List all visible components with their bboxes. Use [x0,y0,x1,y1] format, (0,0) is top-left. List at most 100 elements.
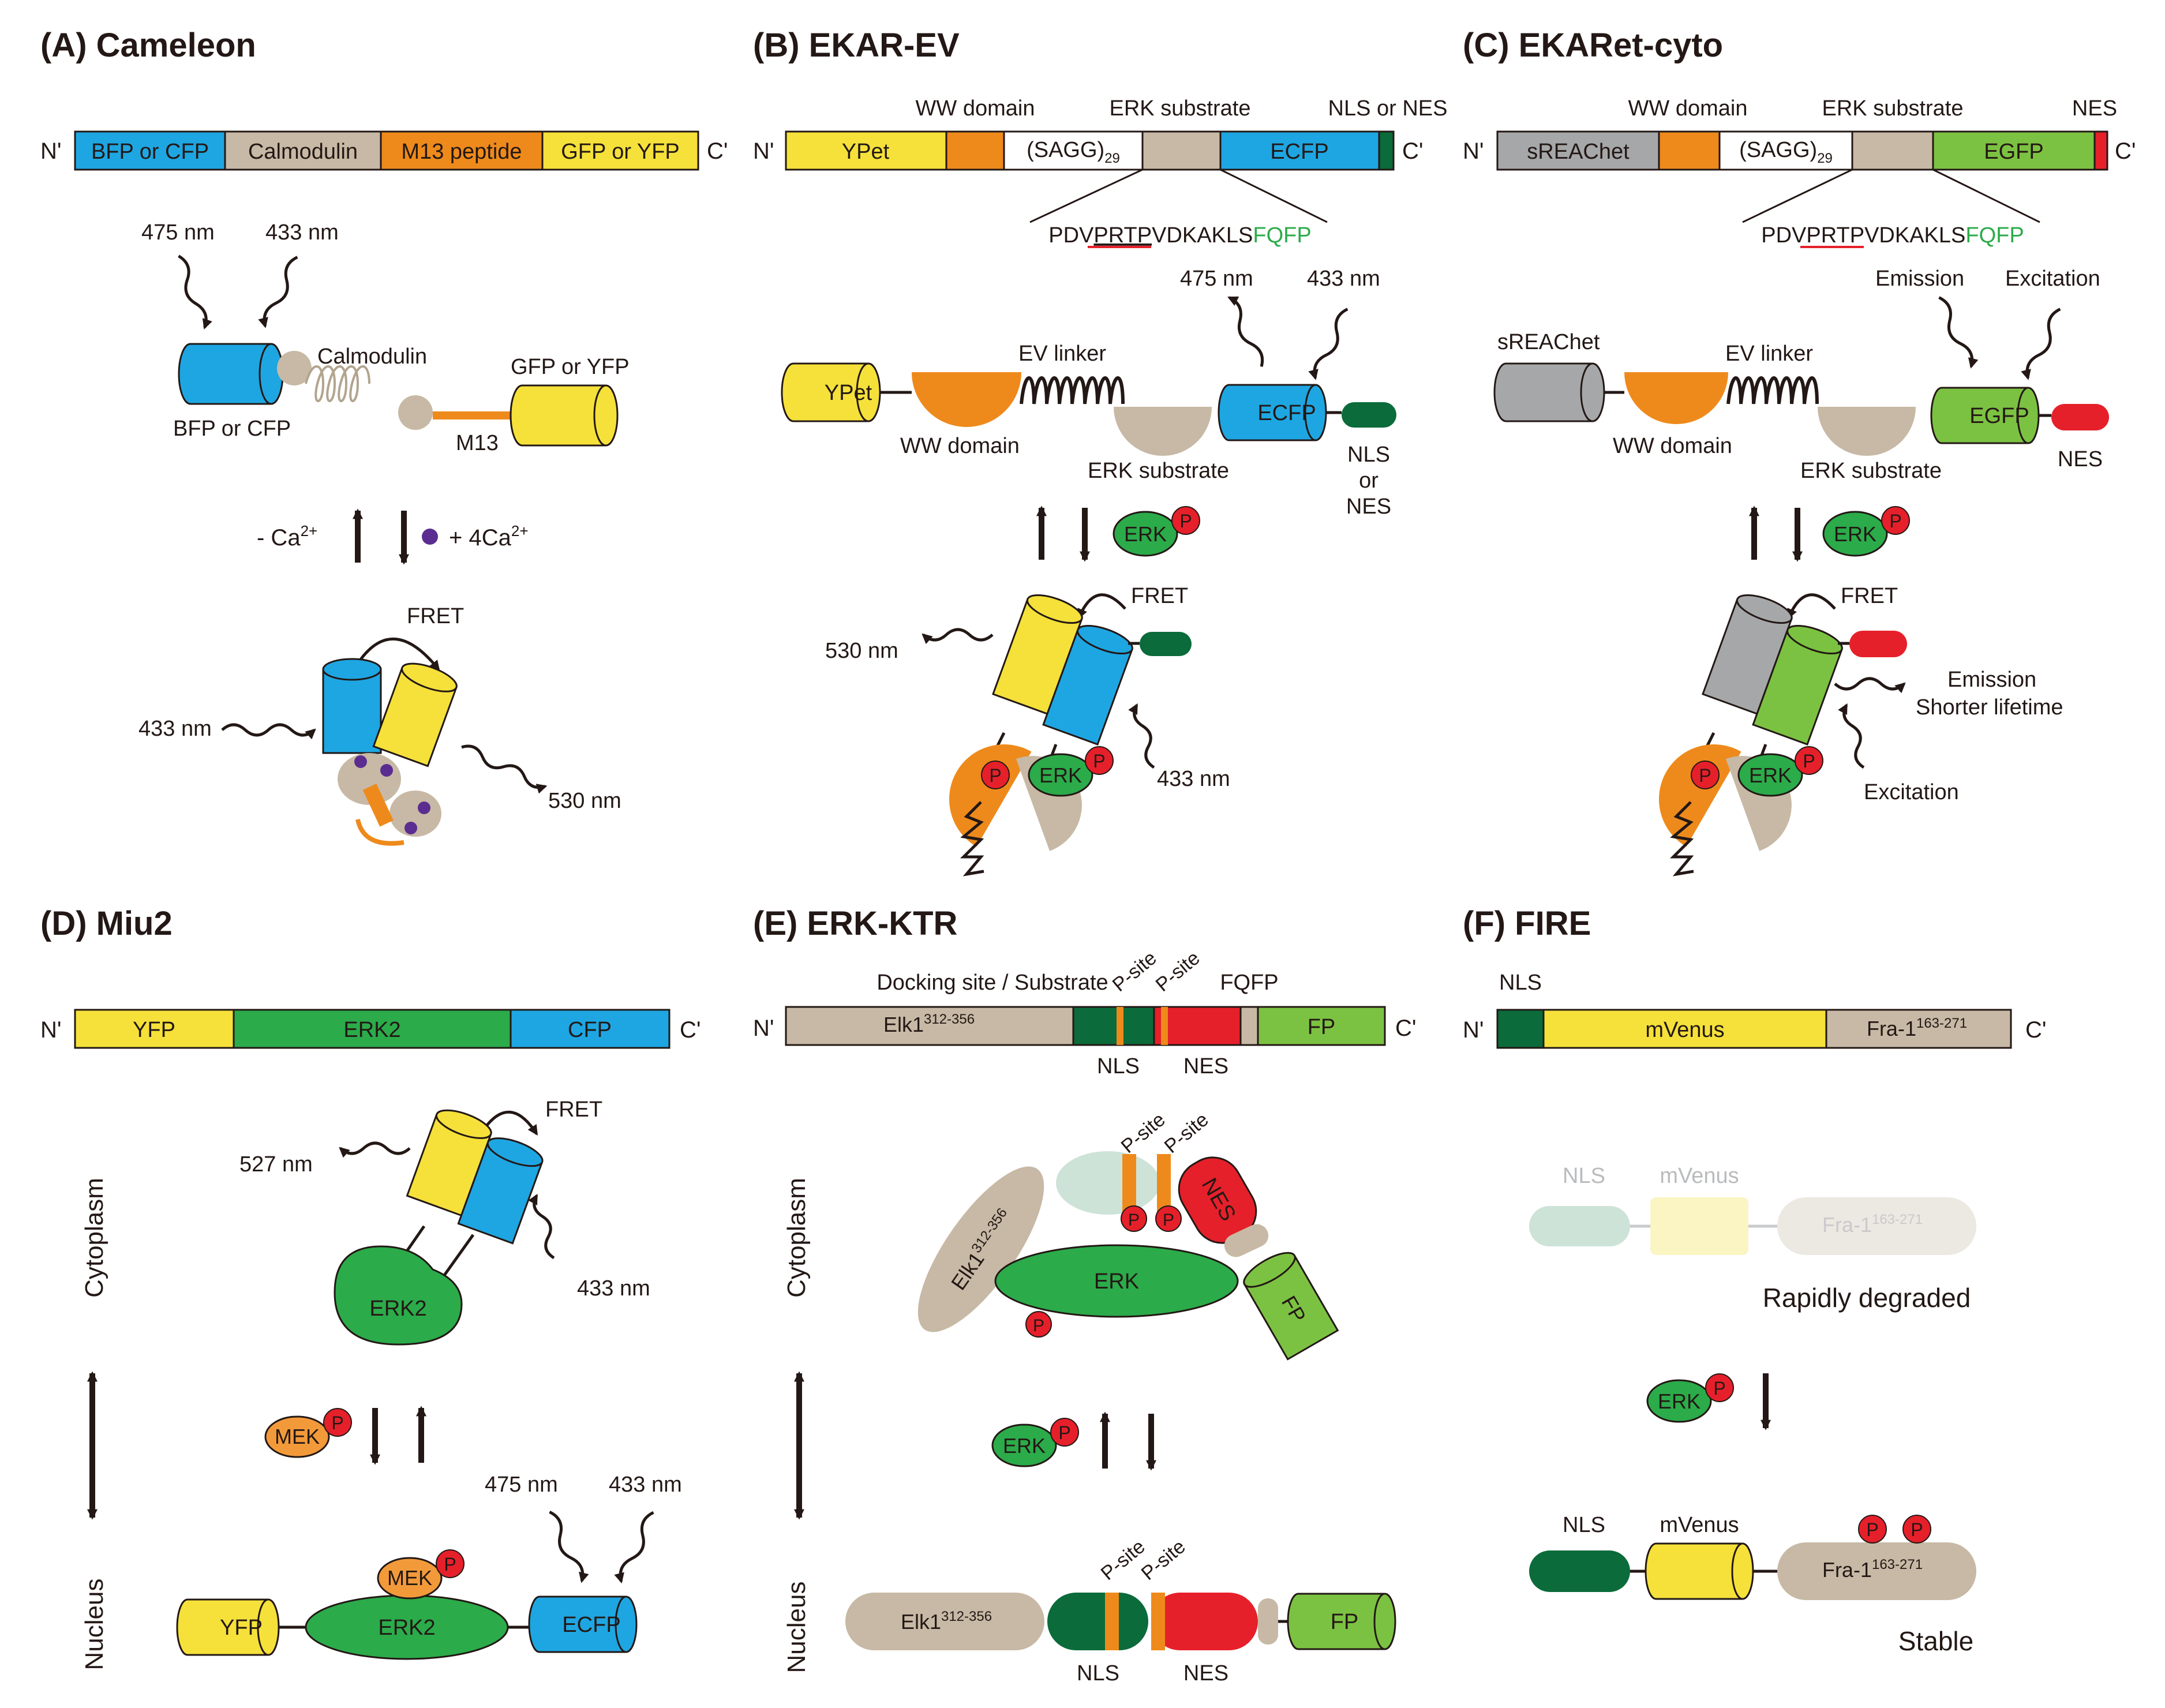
f-bar-mvenus [1542,1009,1827,1049]
e-bar-fp [1257,1006,1386,1046]
svg-text:P: P [1163,1211,1174,1230]
svg-text:NES: NES [1183,1661,1228,1685]
e-bar-nls [1072,1006,1155,1046]
b-bar-label-sagg: (SAGG)29 [1027,138,1120,166]
svg-text:P: P [1699,765,1711,786]
a-bar-gfp-yfp [541,130,699,171]
svg-text:CFP: CFP [568,1018,612,1042]
b-ev-linker-label: EV linker [1018,342,1106,366]
c-top-substrate: ERK substrate [1822,96,1964,121]
f-bar-fra [1825,1009,2012,1049]
svg-text:Elk1312-356: Elk1312-356 [883,1012,975,1036]
c-n-term: N' [1463,138,1484,164]
c-bar-label-sagg: (SAGG)29 [1739,138,1833,166]
b-wave-475 [1227,296,1264,367]
b-fret-complex [992,594,1133,746]
c-fret-label: FRET [1841,584,1898,608]
b-bar-sagg [1003,130,1144,171]
b-wave-in [1128,703,1155,769]
a-cfp-barrel [190,344,271,404]
c-bar-sreachet [1496,130,1660,171]
c-bar-label-egfp: EGFP [1984,140,2043,164]
svg-text:C': C' [1395,1016,1417,1041]
svg-text:ERK: ERK [1124,522,1167,546]
svg-text:ERK2: ERK2 [369,1297,426,1321]
b-sequence: PDVPRTPVDKAKLSFQFP [1048,223,1311,248]
svg-text:P-site: P-site [1152,947,1204,996]
c-sreachet-label: sREAChet [1497,330,1600,354]
d-erk2-blob [334,1245,463,1346]
b-ev-linker [1020,376,1125,404]
svg-text:P-site: P-site [1160,1108,1213,1158]
f-nls [1529,1550,1630,1592]
svg-text:MEK: MEK [275,1425,320,1448]
a-calmodulin-lobe-1 [277,351,312,385]
b-ww-label: WW domain [900,434,1020,458]
a-wave-475 [178,254,212,330]
svg-text:ERK2: ERK2 [378,1616,435,1640]
f-rapidly-degraded: Rapidly degraded [1763,1283,1971,1313]
panel-a-title: (A) Cameleon [40,27,256,64]
c-emission-b: Emission [1947,668,2036,692]
c-bar-label-sreachet: sREAChet [1527,140,1630,164]
svg-text:mVenus: mVenus [1645,1018,1724,1042]
panel-c: (C) EKARet-cyto WW domain ERK substrate … [1463,27,2136,877]
panel-e: (E) ERK-KTR Docking site / Substrate P-s… [753,905,1417,1685]
d-433nm: 433 nm [577,1276,650,1301]
b-bar-substrate [1141,130,1222,171]
e-nls-nuc [1047,1593,1148,1650]
b-bar-label-ypet: YPet [842,140,890,164]
a-ca-dot [422,529,438,545]
svg-text:P: P [989,765,1001,786]
c-sreachet-barrel [1506,364,1593,421]
svg-text:P-site: P-site [1137,1535,1190,1585]
svg-text:N': N' [1463,1017,1484,1043]
d-475nm: 475 nm [485,1473,558,1497]
c-ev-linker-label: EV linker [1725,342,1813,366]
e-docking: Docking site / Substrate [877,971,1108,995]
svg-text:ERK: ERK [1039,763,1082,787]
svg-text:mVenus: mVenus [1660,1164,1739,1188]
d-mek [264,1415,330,1458]
panel-b-title: (B) EKAR-EV [753,27,960,64]
e-erk-cyto [994,1244,1239,1318]
svg-text:mVenus: mVenus [1660,1513,1739,1537]
c-bar-nes [2093,130,2108,171]
a-n-term: N' [40,138,62,164]
b-ev-squiggle [960,801,984,877]
d-ecfp-barrel [540,1597,626,1652]
e-psite-1 [1122,1154,1136,1212]
svg-text:FP: FP [1331,1610,1359,1634]
c-nes-closed [1849,631,1907,657]
e-elk-nuc [845,1593,1044,1650]
panel-d: (D) Miu2 N' YFP ERK2 CFP C' Cytoplasm Nu… [40,905,701,1670]
d-527nm: 527 nm [239,1152,313,1177]
e-bar-fqfp [1239,1006,1259,1046]
d-bar-cfp [510,1009,671,1049]
a-wave-in [221,723,316,740]
f-bar-nls [1496,1009,1545,1049]
svg-text:C': C' [680,1017,701,1043]
b-erk-phospho [1171,506,1200,535]
d-cytoplasm: Cytoplasm [80,1178,108,1298]
a-bar-label-3: M13 peptide [401,140,522,164]
svg-text:ERK: ERK [1749,763,1792,787]
a-m13-label: M13 [456,431,499,455]
f-mvenus-barrel [1656,1544,1743,1599]
svg-text:Fra-1163-271: Fra-1163-271 [1867,1016,1967,1040]
svg-text:P: P [1803,751,1815,771]
b-erk-oval [1113,511,1178,557]
c-bar-egfp [1932,130,2096,171]
b-433nm: 433 nm [1307,267,1380,291]
a-calmodulin-coil [305,365,370,402]
c-nes-tag [2051,404,2109,430]
svg-text:N': N' [753,1016,774,1041]
svg-text:P: P [1889,511,1901,531]
e-bar-psite-2 [1161,1007,1168,1045]
e-bar-psite-1 [1117,1007,1123,1045]
c-excitation-b: Excitation [1864,780,1959,804]
svg-text:ERK: ERK [1658,1389,1700,1413]
b-475nm: 475 nm [1180,267,1253,291]
svg-text:P: P [1911,1519,1923,1540]
a-wave-433 [258,256,298,328]
